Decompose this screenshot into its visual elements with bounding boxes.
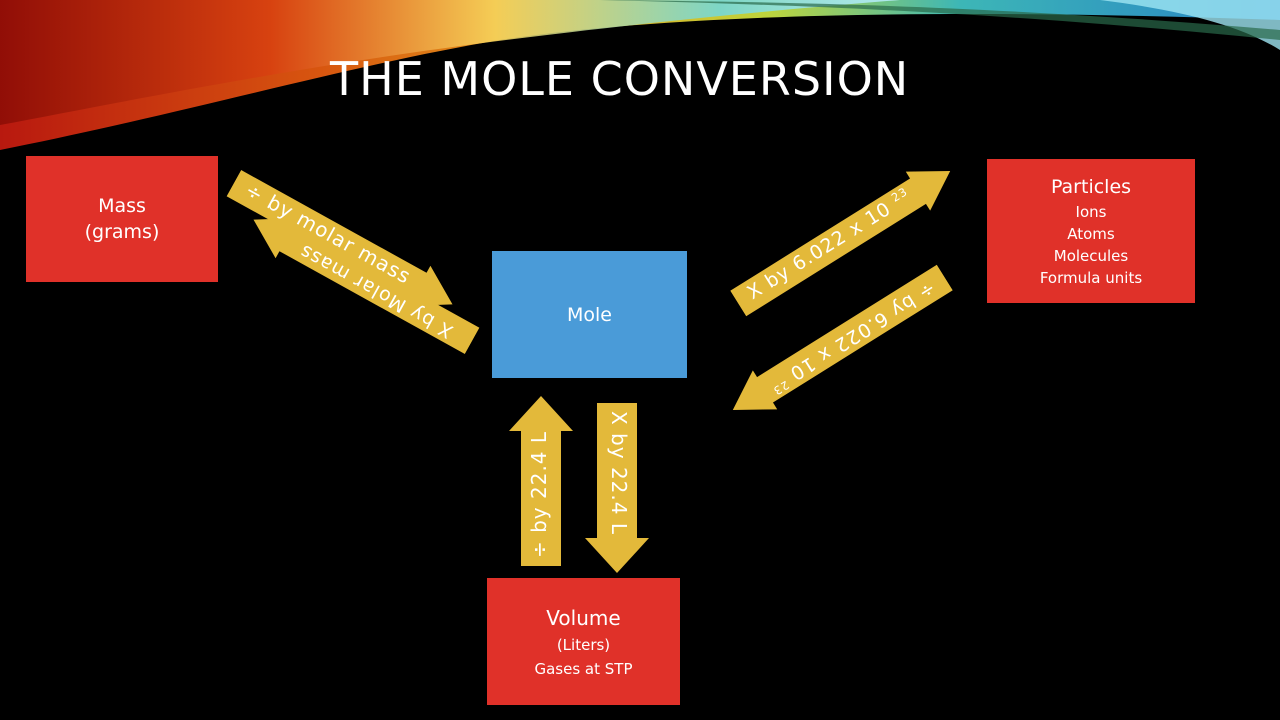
mole-label: Mole <box>567 303 612 326</box>
arrow-mole-to-volume: X by 22.4 L <box>585 403 649 573</box>
mole-box: Mole <box>492 251 687 378</box>
volume-condition: Gases at STP <box>534 659 633 678</box>
mass-unit: (grams) <box>84 221 160 243</box>
particles-box: Particles Ions Atoms Molecules Formula u… <box>987 159 1195 303</box>
arrow-label-volume-to-mole: ÷ by 22.4 L <box>527 430 551 558</box>
volume-heading: Volume <box>546 605 621 630</box>
arrow-mole-to-particles: X by 6.022 x 10 23 <box>726 152 962 323</box>
volume-box: Volume (Liters) Gases at STP <box>487 578 680 705</box>
particles-item-formula-units: Formula units <box>1039 269 1143 287</box>
mass-box: Mass (grams) <box>26 156 218 282</box>
volume-unit: (Liters) <box>556 635 611 654</box>
arrow-volume-to-mole: ÷ by 22.4 L <box>509 396 573 566</box>
arrow-label-mole-to-volume: X by 22.4 L <box>607 411 631 535</box>
particles-item-ions: Ions <box>1075 203 1107 221</box>
particles-item-atoms: Atoms <box>1067 225 1115 243</box>
arrow-mass-to-mole: ÷ by molar mass <box>223 163 464 324</box>
arrow-particles-to-mole: ÷ by 6.022 x 10 23 <box>721 258 957 429</box>
page-title: THE MOLE CONVERSION <box>330 52 910 106</box>
decorative-swoosh <box>0 0 1280 150</box>
particles-item-molecules: Molecules <box>1053 247 1129 265</box>
mass-label: Mass <box>98 195 146 217</box>
particles-heading: Particles <box>1050 176 1132 198</box>
arrow-mole-to-mass: X by Molar mass <box>242 200 483 361</box>
